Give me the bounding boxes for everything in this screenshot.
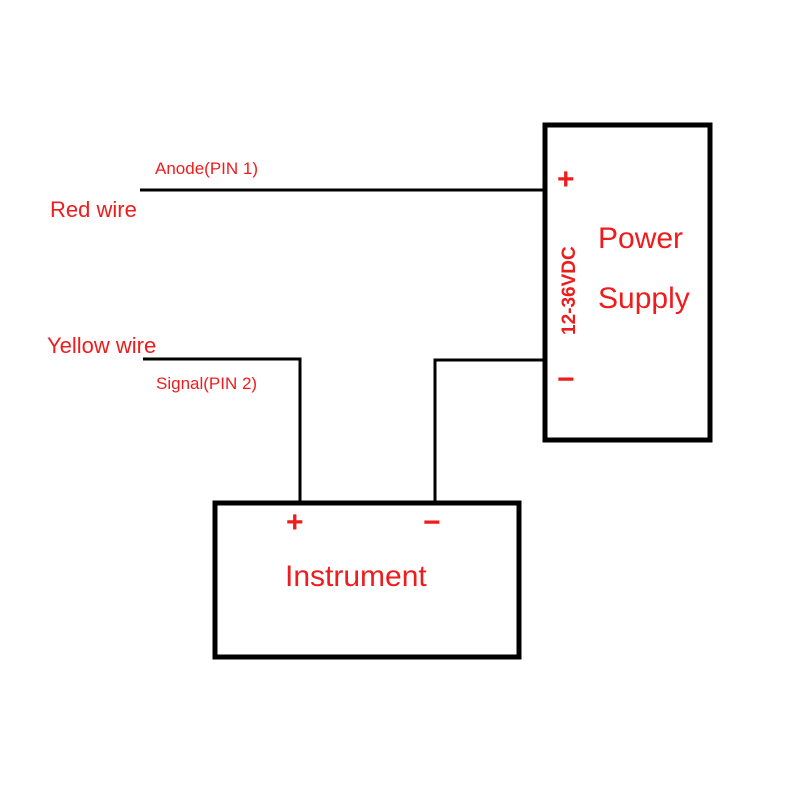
anode-pin-label: Anode(PIN 1): [155, 159, 258, 178]
wire-signal-yellow: [143, 357, 302, 503]
power-supply-title-line-2: Supply: [598, 282, 690, 315]
power-supply-voltage-label: 12-36VDC: [559, 246, 580, 335]
wire-ground-return: [433, 358, 545, 503]
instrument-box: [212, 500, 522, 660]
yellow-wire-label: Yellow wire: [47, 333, 157, 358]
wire-group: [140, 188, 545, 503]
power-supply-title-line-1: Power: [598, 222, 684, 255]
red-wire-label: Red wire: [50, 197, 137, 222]
power-supply-positive-terminal: +: [557, 163, 575, 196]
instrument-negative-terminal: −: [423, 506, 441, 539]
power-supply-negative-terminal: −: [557, 363, 575, 396]
instrument-title: Instrument: [285, 560, 427, 593]
instrument-positive-terminal: +: [286, 506, 304, 539]
signal-pin-label: Signal(PIN 2): [156, 374, 258, 393]
box-group: [212, 122, 713, 660]
power-supply-box: [542, 122, 713, 443]
